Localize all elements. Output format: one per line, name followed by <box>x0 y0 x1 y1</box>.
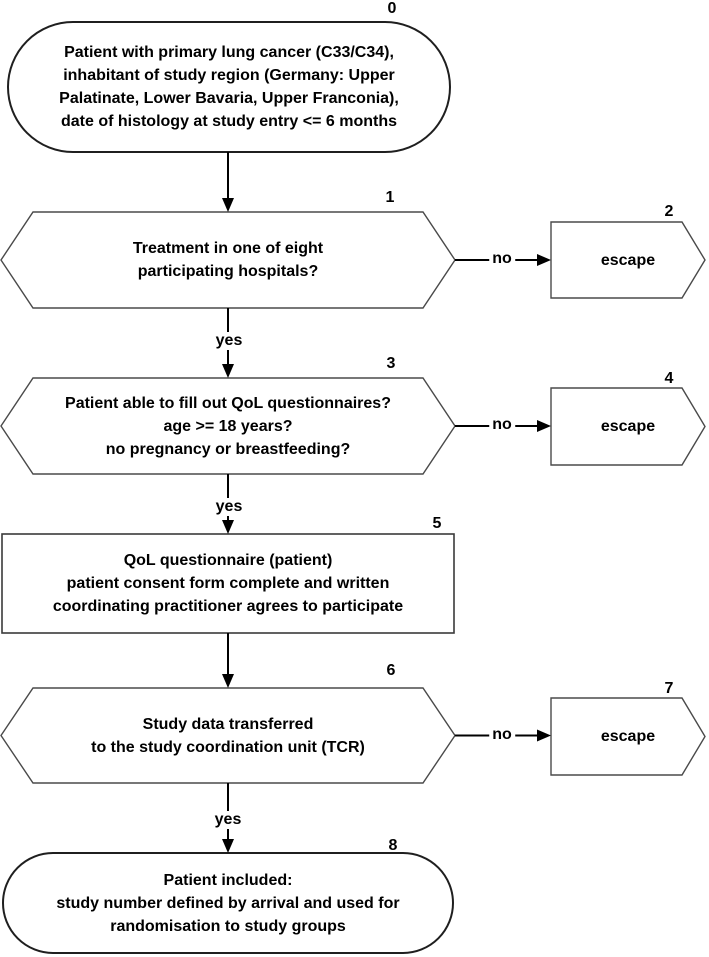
node-3-number: 3 <box>386 355 396 372</box>
node-6-number: 6 <box>386 662 396 679</box>
node-1-decision-shape <box>0 211 456 309</box>
edge-3-5-yes-label: yes <box>212 498 246 516</box>
node-7-number: 7 <box>664 680 674 697</box>
edge-1-3-yes-label: yes <box>212 332 246 350</box>
edge-5-6-arrow <box>222 633 234 688</box>
node-7-escape-shape <box>550 697 706 776</box>
node-8-terminator-shape <box>2 852 454 954</box>
edge-6-7-no-label: no <box>489 726 515 744</box>
node-0-number: 0 <box>387 0 397 17</box>
edge-6-8-yes-label: yes <box>211 811 245 829</box>
edge-0-1-arrow <box>222 152 234 212</box>
node-5-number: 5 <box>432 515 442 532</box>
edge-1-2-no-label: no <box>489 250 515 268</box>
node-8-number: 8 <box>388 837 398 854</box>
node-2-escape-shape <box>550 221 706 299</box>
node-0-terminator-shape <box>7 21 451 153</box>
node-4-escape-shape <box>550 387 706 466</box>
node-5-process-shape <box>1 533 455 634</box>
edge-3-4-no-label: no <box>489 416 515 434</box>
node-6-decision-shape <box>0 687 456 784</box>
node-1-number: 1 <box>385 189 395 206</box>
node-2-number: 2 <box>664 203 674 220</box>
node-3-decision-shape <box>0 377 456 475</box>
node-4-number: 4 <box>664 370 674 387</box>
